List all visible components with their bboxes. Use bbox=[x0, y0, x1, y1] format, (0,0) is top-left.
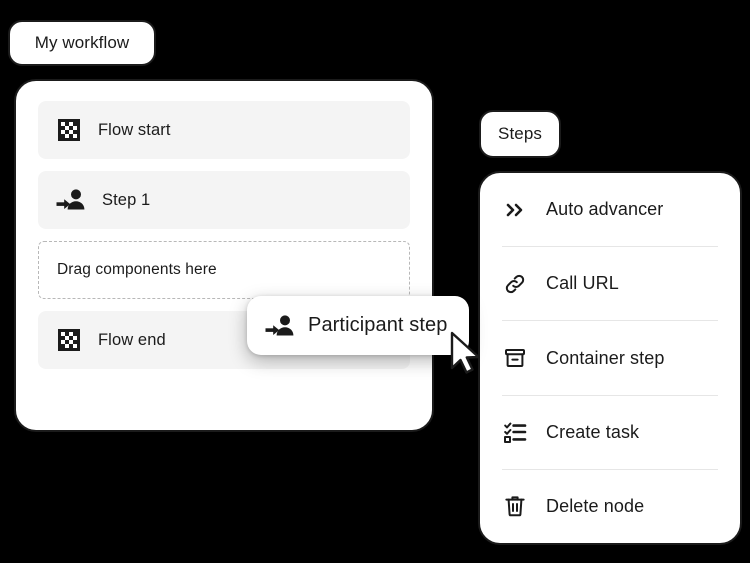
checklist-icon bbox=[502, 419, 528, 445]
link-icon bbox=[502, 271, 528, 297]
workflow-card: Flow start Step 1 Drag components here bbox=[14, 79, 434, 432]
workflow-title-label: My workflow bbox=[34, 33, 130, 52]
participant-step-icon bbox=[56, 187, 86, 213]
menu-item-label: Call URL bbox=[546, 273, 619, 294]
workflow-dropzone[interactable]: Drag components here bbox=[38, 241, 410, 299]
menu-item-label: Create task bbox=[546, 421, 640, 442]
menu-item-auto-advancer[interactable]: Auto advancer bbox=[502, 173, 718, 248]
checkered-flag-icon bbox=[56, 117, 82, 143]
workflow-node-step-1[interactable]: Step 1 bbox=[38, 171, 410, 229]
container-icon bbox=[502, 345, 528, 371]
workflow-node-label: Flow end bbox=[98, 330, 166, 349]
mouse-pointer-icon bbox=[449, 331, 483, 375]
workflow-node-label: Flow start bbox=[98, 120, 171, 139]
menu-item-delete-node[interactable]: Delete node bbox=[502, 470, 718, 543]
workflow-node-label: Step 1 bbox=[102, 190, 151, 209]
workflow-node-flow-start[interactable]: Flow start bbox=[38, 101, 410, 159]
workflow-title-pill[interactable]: My workflow bbox=[8, 20, 156, 66]
workflow-dropzone-label: Drag components here bbox=[57, 261, 217, 278]
menu-item-container-step[interactable]: Container step bbox=[502, 321, 718, 396]
steps-title-label: Steps bbox=[498, 124, 542, 143]
checkered-flag-icon bbox=[56, 327, 82, 353]
participant-step-icon bbox=[265, 313, 295, 339]
drag-ghost-label: Participant step bbox=[308, 314, 448, 336]
drag-ghost-participant-step[interactable]: Participant step bbox=[247, 296, 469, 355]
menu-item-label: Delete node bbox=[546, 495, 645, 516]
trash-icon bbox=[502, 493, 528, 519]
menu-item-label: Container step bbox=[546, 347, 665, 368]
steps-menu-panel: Auto advancer Call URL bbox=[478, 171, 742, 545]
menu-item-call-url[interactable]: Call URL bbox=[502, 247, 718, 322]
menu-item-label: Auto advancer bbox=[546, 199, 664, 220]
steps-title-pill[interactable]: Steps bbox=[479, 110, 561, 158]
double-chevron-right-icon bbox=[502, 197, 528, 223]
menu-item-create-task[interactable]: Create task bbox=[502, 396, 718, 470]
